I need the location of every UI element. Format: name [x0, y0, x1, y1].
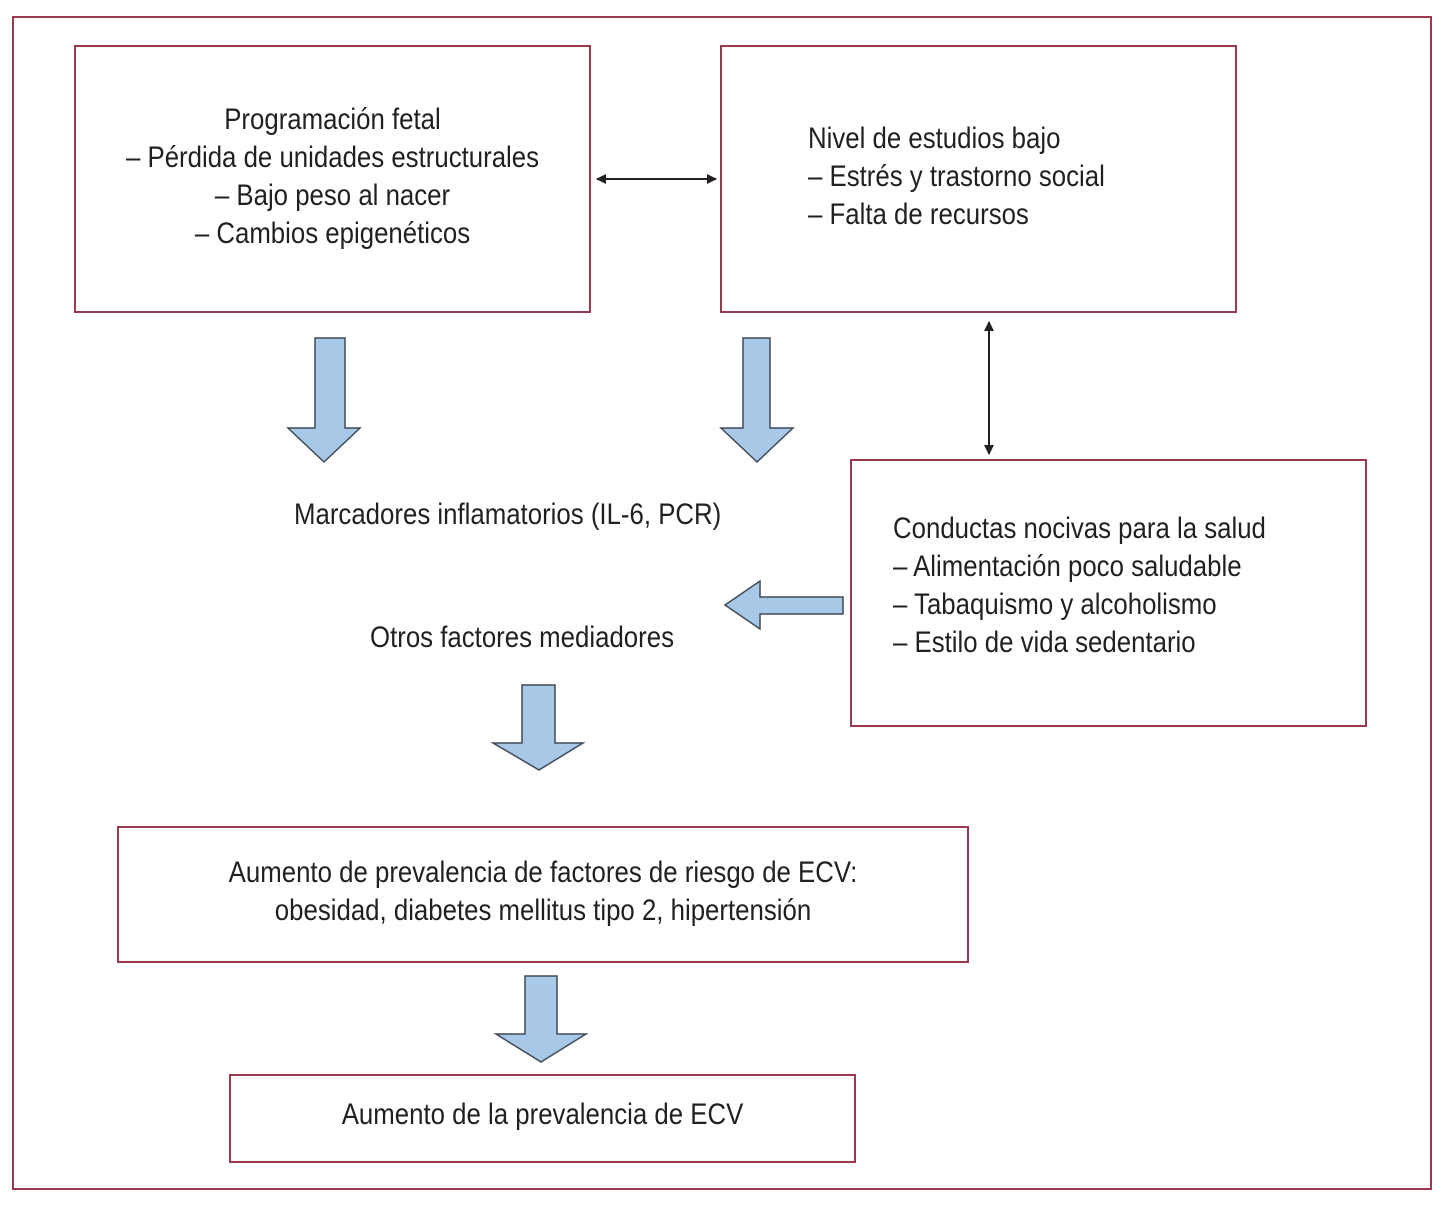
fetal-programming-title: Programación fetal — [224, 103, 441, 136]
down-arrow-risk-to-cvd — [493, 975, 589, 1063]
education-item-1: – Estrés y trastorno social — [808, 160, 1105, 193]
harmful-behaviors-text: Conductas nocivas para la salud – Alimen… — [893, 510, 1266, 662]
education-level-box — [720, 45, 1237, 313]
cvd-prevalence-text: Aumento de la prevalencia de ECV — [341, 1098, 744, 1131]
other-mediators-label: Otros factores mediadores — [370, 621, 674, 654]
behaviors-item-2: – Tabaquismo y alcoholismo — [893, 588, 1217, 621]
fetal-item-1: – Pérdida de unidades estructurales — [125, 141, 540, 174]
fetal-item-2: – Bajo peso al nacer — [214, 179, 451, 212]
education-level-title: Nivel de estudios bajo — [808, 122, 1061, 155]
education-level-text: Nivel de estudios bajo – Estrés y trasto… — [808, 120, 1105, 234]
left-arrow-behaviors-to-mediators — [723, 579, 844, 631]
risk-factors-box — [117, 826, 969, 963]
fetal-item-3: – Cambios epigenéticos — [194, 217, 471, 250]
education-item-2: – Falta de recursos — [808, 198, 1029, 231]
down-arrow-mediators-to-risk — [490, 684, 586, 771]
cvd-prevalence-box — [229, 1074, 856, 1163]
behaviors-item-1: – Alimentación poco saludable — [893, 550, 1242, 583]
behaviors-item-3: – Estilo de vida sedentario — [893, 626, 1196, 659]
risk-factors-line-1: Aumento de prevalencia de factores de ri… — [228, 856, 858, 889]
harmful-behaviors-title: Conductas nocivas para la salud — [893, 512, 1266, 545]
outer-frame — [12, 16, 1432, 1190]
risk-factors-line-2: obesidad, diabetes mellitus tipo 2, hipe… — [274, 894, 812, 927]
down-arrow-fetal-to-markers — [286, 337, 362, 464]
fetal-programming-text: Programación fetal – Pérdida de unidades… — [110, 101, 555, 253]
harmful-behaviors-box — [850, 459, 1367, 727]
fetal-programming-box — [74, 45, 591, 313]
down-arrow-education-to-markers — [719, 337, 795, 464]
risk-factors-text: Aumento de prevalencia de factores de ri… — [177, 854, 910, 930]
inflammatory-markers-label: Marcadores inflamatorios (IL-6, PCR) — [294, 498, 722, 531]
